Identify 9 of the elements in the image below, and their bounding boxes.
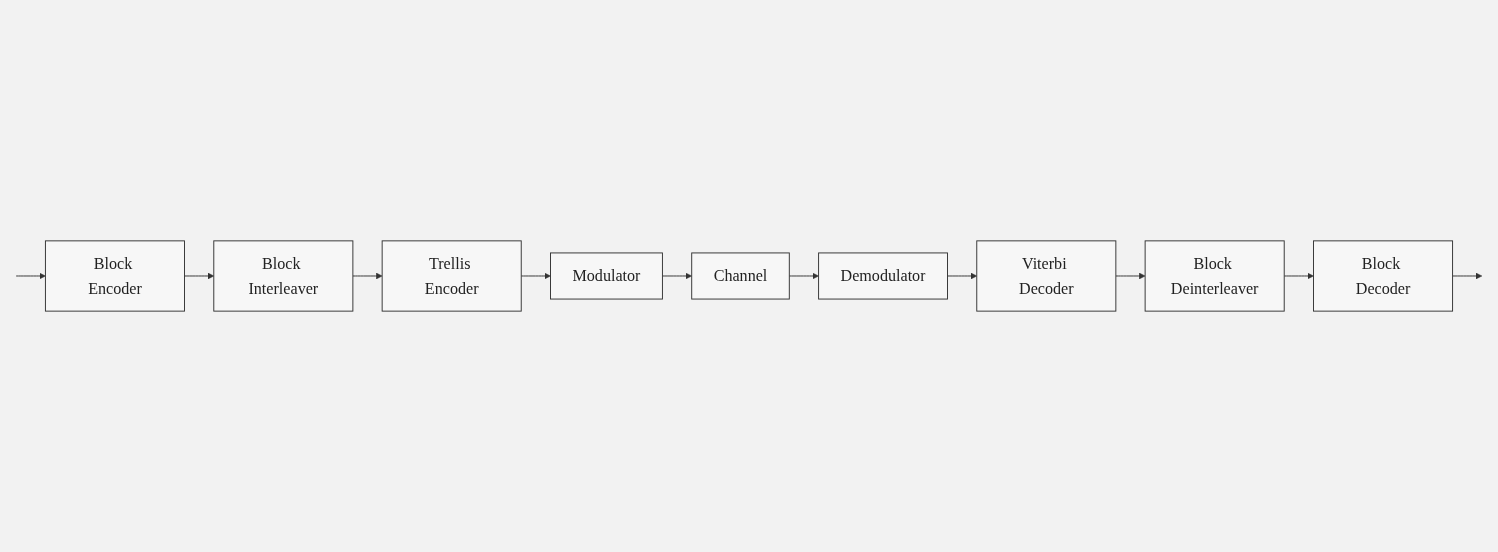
node-box: Block Deinterleaver: [1144, 240, 1285, 312]
node-box: Block Interleaver: [213, 240, 354, 312]
node-box: Channel: [691, 252, 790, 300]
node-box: Trellis Encoder: [381, 240, 522, 312]
node-box: Demodulator: [818, 252, 948, 300]
node-box: Modulator: [550, 252, 663, 300]
node-box: Block Decoder: [1313, 240, 1454, 312]
node-box: Viterbi Decoder: [976, 240, 1117, 312]
node-box: Block Encoder: [44, 240, 185, 312]
